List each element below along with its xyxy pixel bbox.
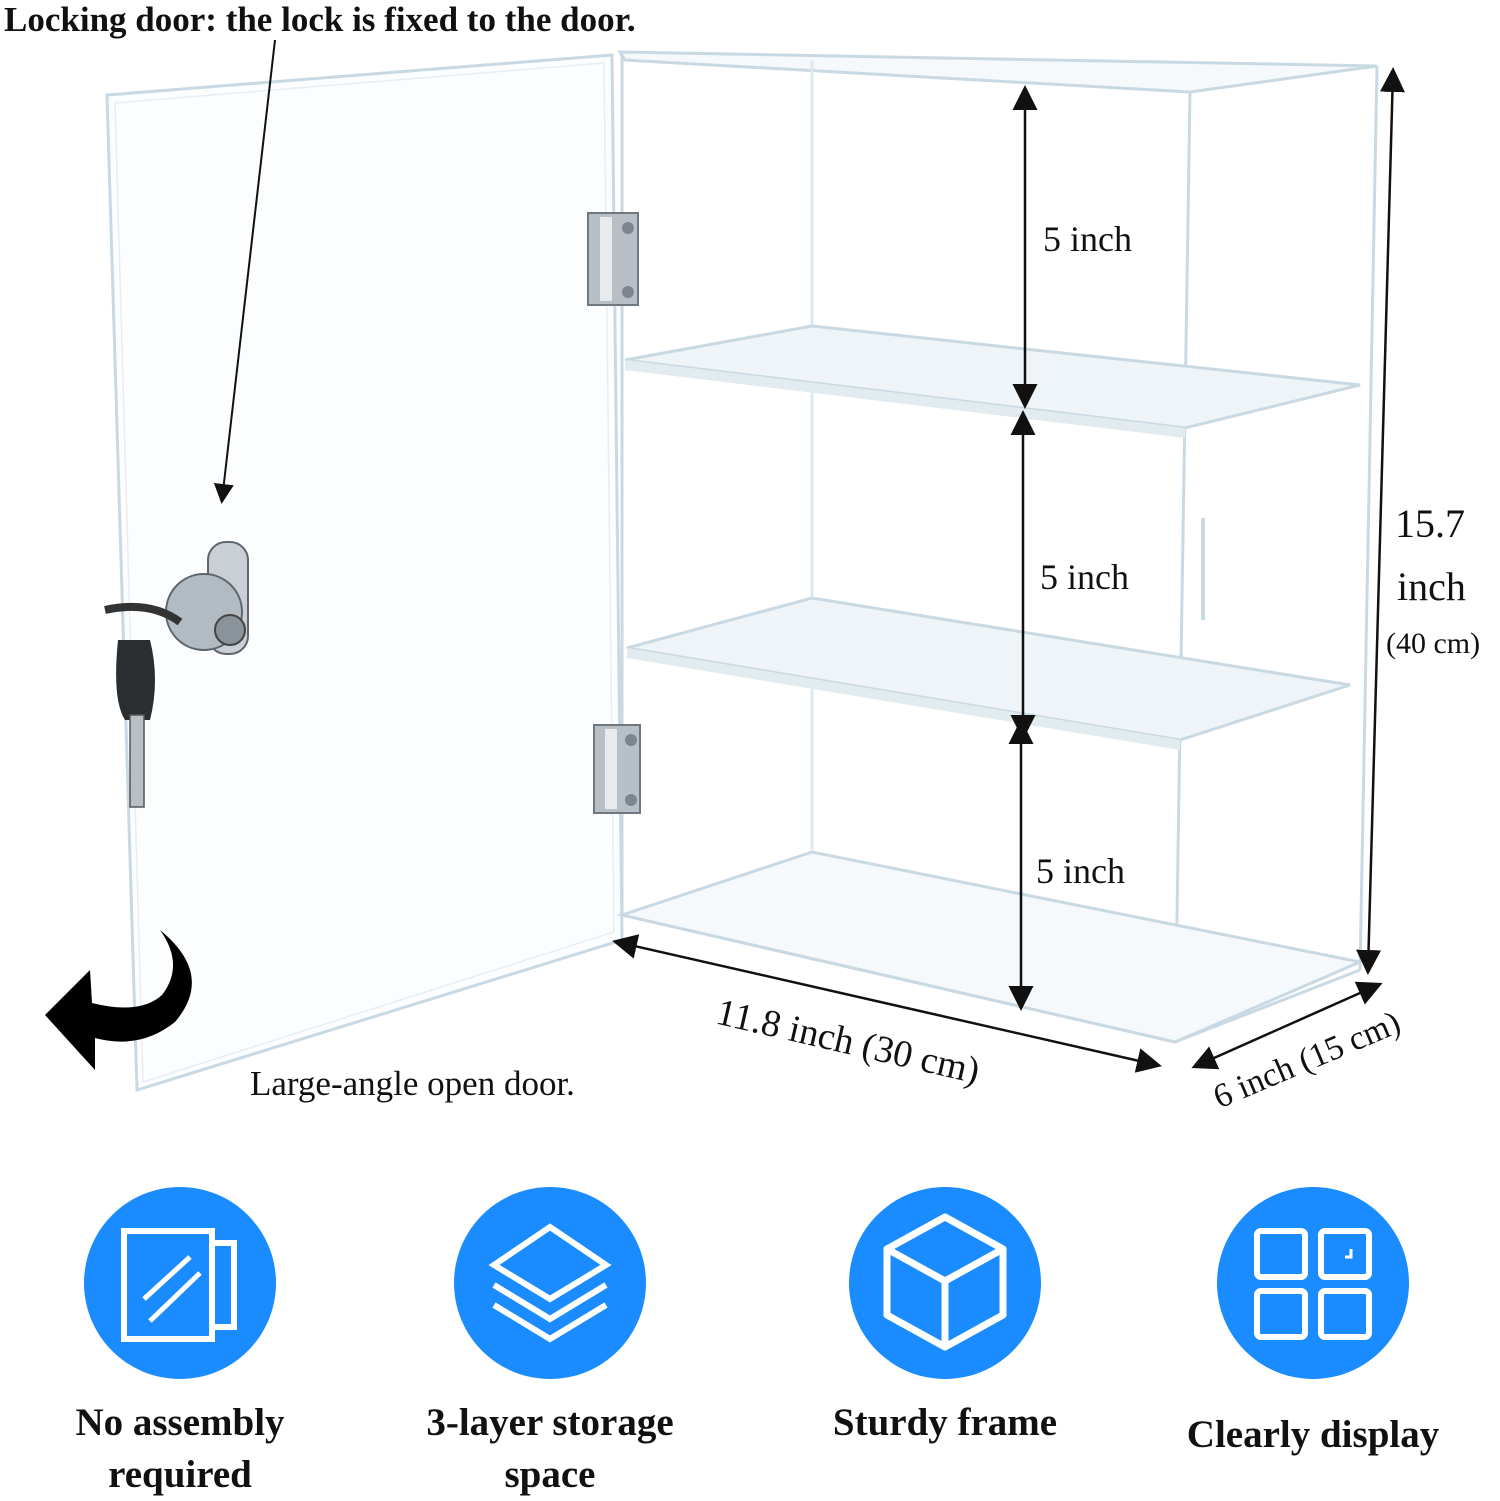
open-door-caption: Large-angle open door. (250, 1064, 575, 1103)
door-lock (104, 541, 249, 808)
total-height-value: 15.7 (1395, 501, 1465, 546)
shelf-height-bottom: 5 inch (1036, 851, 1125, 891)
cabinet-diagram (45, 39, 1405, 1093)
feature-clearly-display: Clearly display (1163, 1187, 1463, 1461)
open-direction-arrow-icon (45, 930, 192, 1070)
shelf-upper (624, 324, 1361, 438)
glass-panel-icon (84, 1187, 276, 1379)
cube-icon (849, 1187, 1041, 1379)
shelf-height-top: 5 inch (1043, 219, 1132, 259)
dimension-lines (612, 67, 1405, 1073)
shelf-height-middle: 5 inch (1040, 557, 1129, 597)
feature-label: Clearly display (1186, 1413, 1440, 1456)
total-height-unit: inch (1397, 564, 1466, 609)
open-door-panel (105, 53, 624, 1093)
hinge-bottom (593, 724, 641, 814)
total-height-metric: (40 cm) (1386, 627, 1481, 660)
cabinet-body (616, 50, 1379, 1044)
lock-callout-heading: Locking door: the lock is fixed to the d… (4, 0, 636, 39)
layers-icon (454, 1187, 646, 1379)
feature-sturdy-frame: Sturdy frame (795, 1187, 1095, 1449)
grid-icon (1217, 1187, 1409, 1379)
shelf-lower (626, 596, 1351, 750)
feature-label: Sturdy frame (832, 1401, 1058, 1444)
pointer-arrow (213, 39, 276, 504)
hinge-top (587, 212, 639, 306)
